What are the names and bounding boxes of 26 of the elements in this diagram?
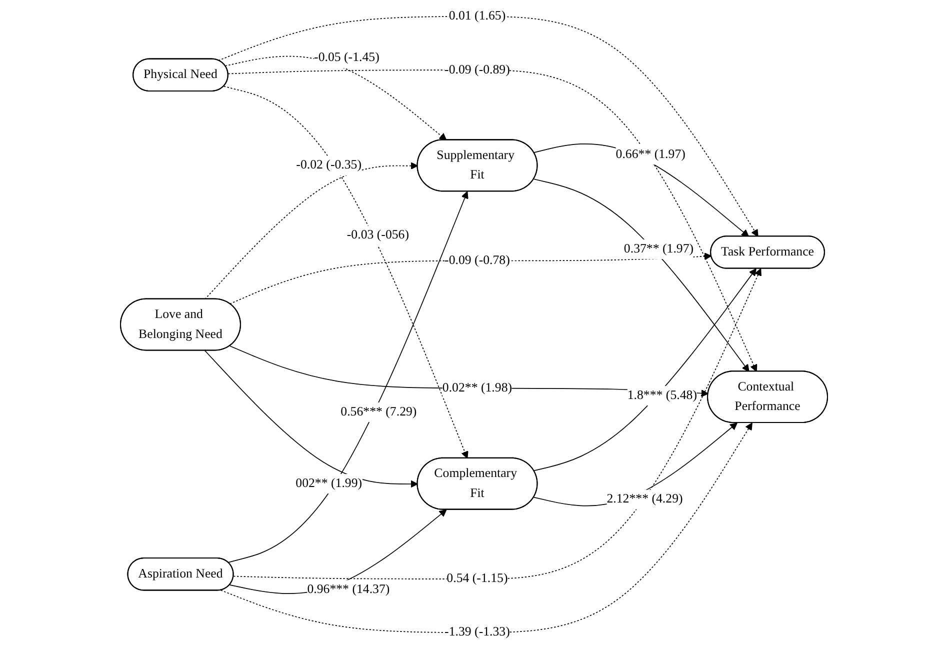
arrow (204, 162, 418, 300)
edge-label: -1.39 (-1.33) (444, 625, 510, 640)
edge-label: -0.09 (-0.89) (444, 62, 510, 77)
arrow (534, 268, 756, 472)
edge-label: -0.09 (-0.78) (444, 254, 510, 268)
edge-label: 0.02** (1.98) (442, 381, 512, 395)
arrow (224, 86, 468, 459)
edge-label: 0.96*** (14.37) (307, 582, 390, 596)
edge-label: 0.54 (-1.15) (446, 572, 508, 586)
arrow (218, 16, 758, 237)
edge-label: 0.37** (1.97) (624, 242, 694, 256)
edge-label: 1.8*** (5.48) (627, 388, 697, 402)
arrow (224, 56, 447, 140)
arrow (228, 191, 468, 563)
edge-label: 0.01 (1.65) (448, 9, 506, 24)
arrow (233, 268, 762, 580)
arrow (534, 143, 750, 237)
arrow (534, 178, 750, 372)
edge-label: -0.02 (-0.35) (296, 158, 362, 172)
edge-label: 0.56*** (7.29) (340, 405, 417, 419)
edge-label: -0.03 (-056) (346, 228, 410, 242)
edge-label: 0.66** (1.97) (616, 148, 686, 162)
arrow (204, 350, 418, 488)
edge-label: 002** (1.99) (296, 476, 362, 490)
edge-label: 2.12*** (4.29) (606, 492, 683, 506)
edge-label: -0.05 (-1.45) (314, 50, 380, 65)
